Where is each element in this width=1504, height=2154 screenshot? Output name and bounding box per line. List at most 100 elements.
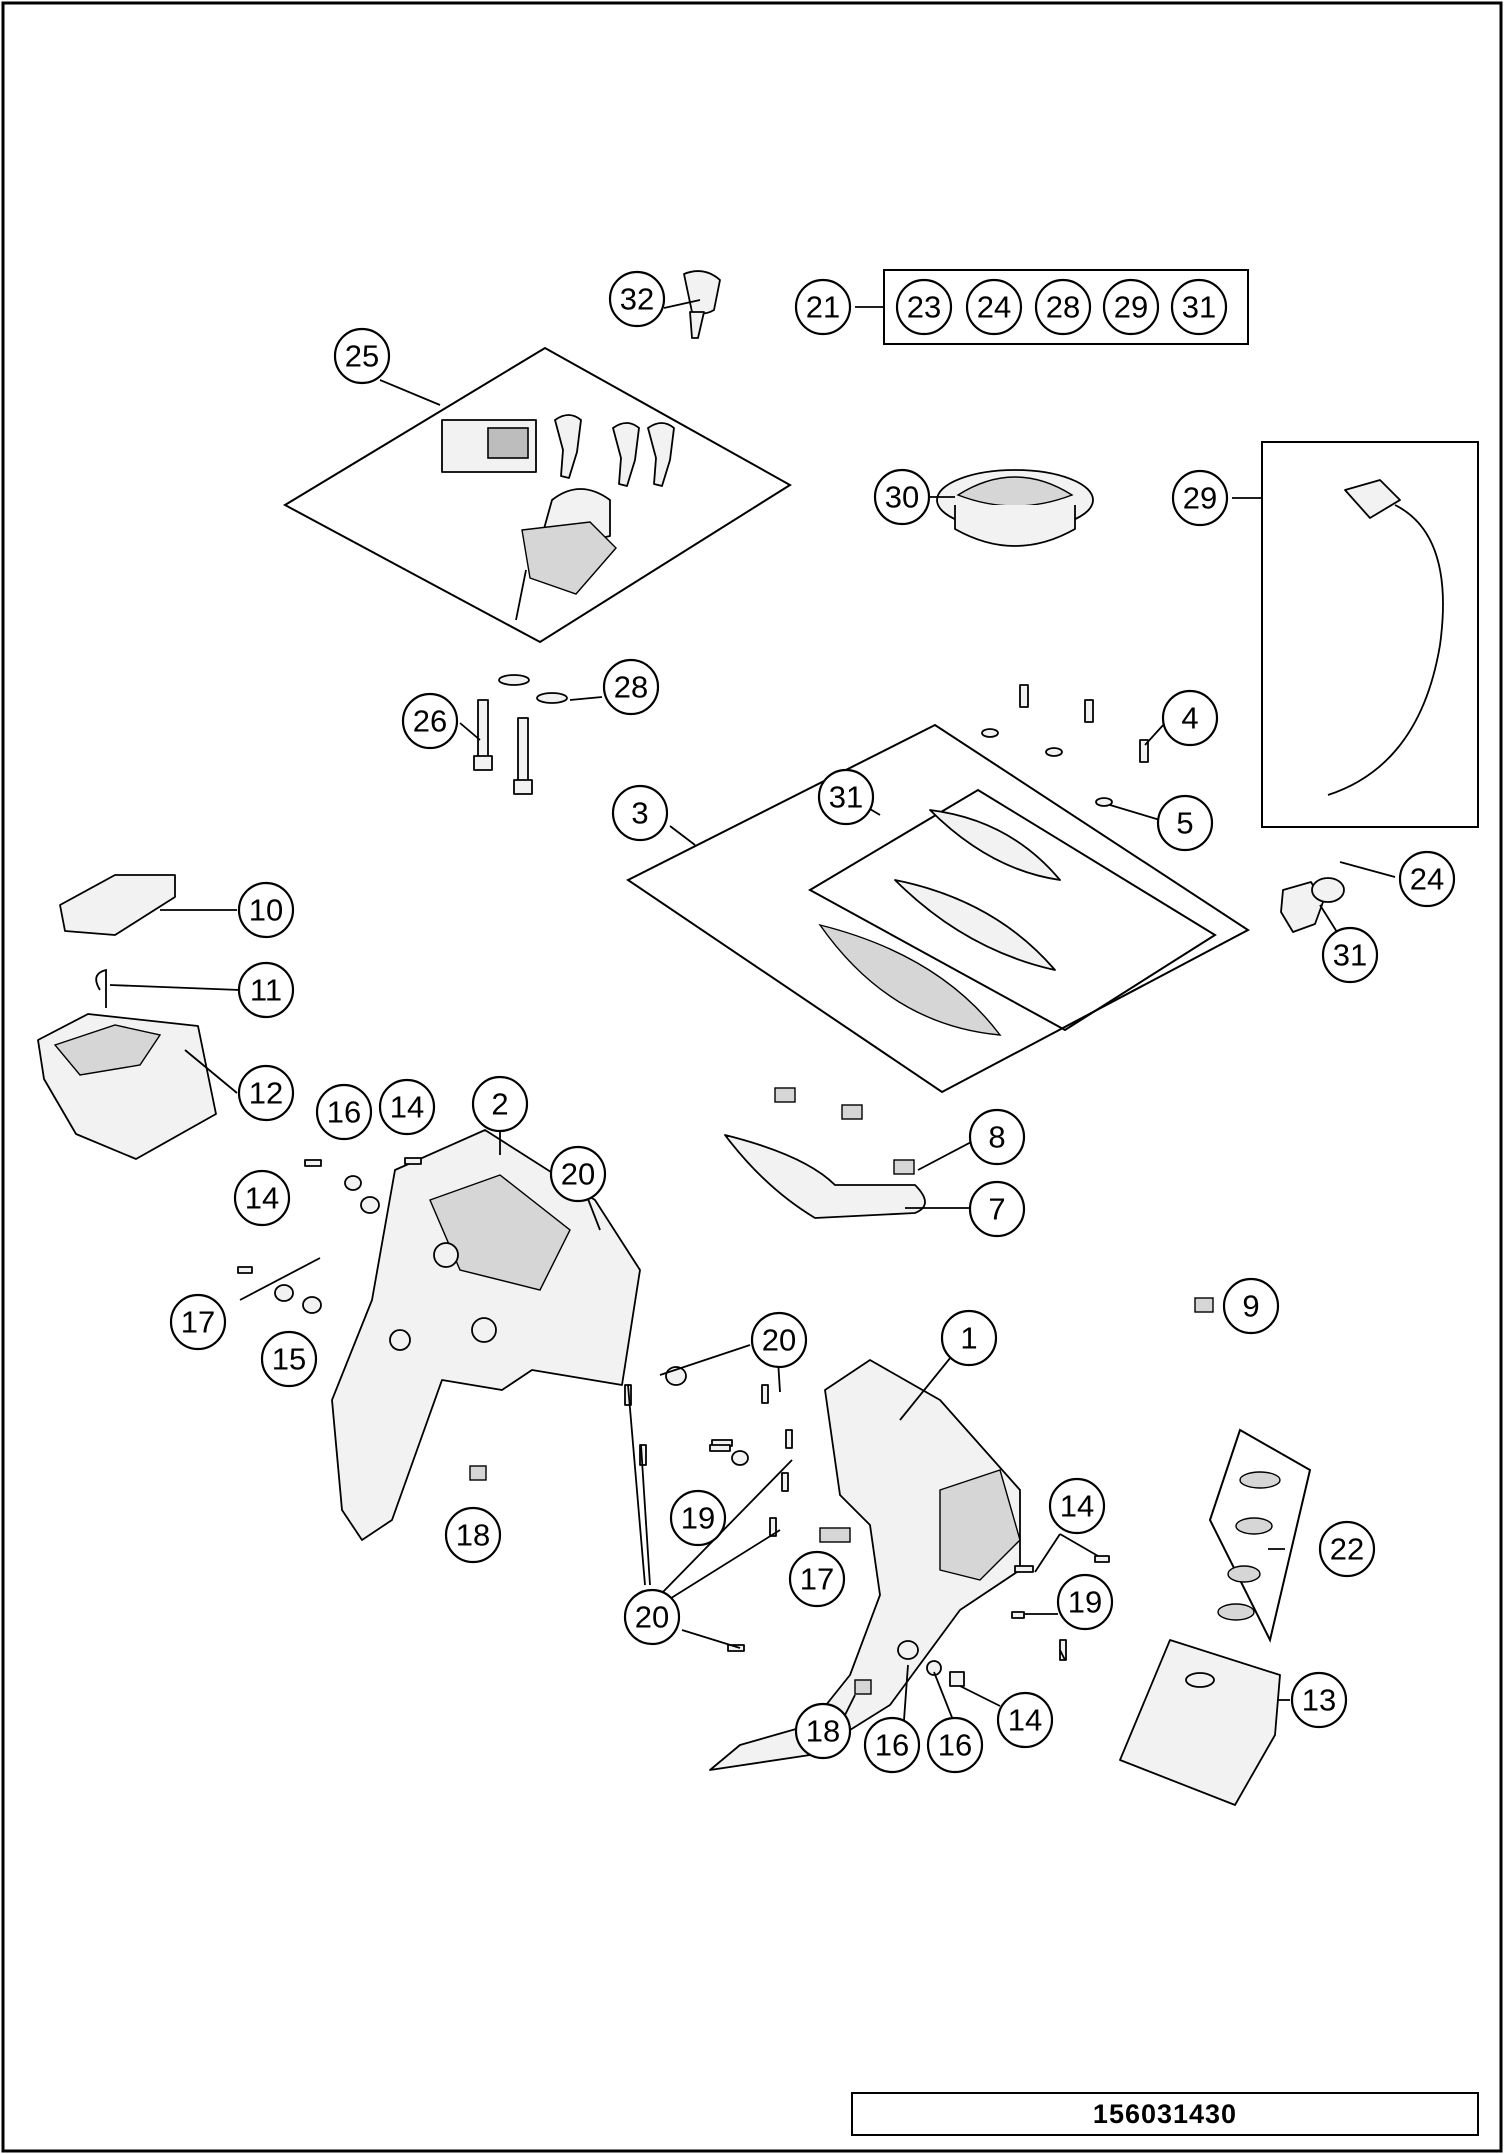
callout-13: 13 <box>1290 1671 1348 1729</box>
svg-text:29: 29 <box>1183 481 1217 516</box>
svg-text:5: 5 <box>1176 806 1193 841</box>
spring-clip <box>95 968 107 1008</box>
callout-15b: 16 <box>863 1716 921 1774</box>
callout-20c: 20 <box>623 1588 681 1646</box>
right-bracket <box>709 1359 1021 1771</box>
svg-text:28: 28 <box>1046 290 1080 325</box>
callout-20a: 20 <box>549 1145 607 1203</box>
callout-17b: 17 <box>788 1550 846 1608</box>
callout-4: 4 <box>1161 689 1219 747</box>
callout-30: 31 <box>817 768 875 826</box>
svg-text:20: 20 <box>635 1600 669 1635</box>
svg-text:19: 19 <box>1068 1585 1102 1620</box>
callout-21: 21 <box>794 278 852 336</box>
callout-26: 28 <box>602 658 660 716</box>
callout-1: 1 <box>940 1309 998 1367</box>
callout-14b: 14 <box>233 1169 291 1227</box>
kit-member-29: 29 <box>1102 278 1160 336</box>
svg-text:31: 31 <box>829 780 863 815</box>
svg-text:9: 9 <box>1242 1289 1259 1324</box>
callout-2: 2 <box>471 1075 529 1133</box>
tank-ring-assembly <box>626 723 1250 1094</box>
part-code: 156031430 <box>1093 2099 1237 2129</box>
small-screws <box>981 684 1149 807</box>
svg-text:14: 14 <box>1008 1703 1042 1738</box>
svg-text:17: 17 <box>181 1305 215 1340</box>
callout-17a: 17 <box>169 1293 227 1351</box>
bolts-washers <box>473 674 568 795</box>
svg-text:14: 14 <box>1060 1489 1094 1524</box>
svg-text:22: 22 <box>1330 1532 1364 1567</box>
svg-text:11: 11 <box>250 973 282 1008</box>
svg-text:17: 17 <box>800 1562 834 1597</box>
kit-member-23: 23 <box>895 278 953 336</box>
kit-group-frame <box>883 269 1249 345</box>
callout-31: 31 <box>1321 926 1379 984</box>
callout-28: 29 <box>1171 469 1229 527</box>
svg-text:16: 16 <box>938 1728 972 1763</box>
leader-lines <box>109 269 1396 1726</box>
fuel-cap <box>936 469 1094 547</box>
assorted-screws <box>237 1157 1110 1695</box>
svg-text:31: 31 <box>1333 938 1367 973</box>
grommets <box>774 1087 915 1175</box>
small-cover <box>59 874 176 936</box>
svg-text:18: 18 <box>806 1714 840 1749</box>
svg-text:29: 29 <box>1114 290 1148 325</box>
seal-gasket <box>724 1134 926 1219</box>
callout-bubbles: 32 21 23 24 28 29 31 25 30 29 28 26 4 31… <box>169 270 1456 1774</box>
callout-32: 32 <box>608 270 666 328</box>
part-code-box: 156031430 <box>851 2092 1479 2136</box>
svg-text:32: 32 <box>620 282 654 317</box>
callout-11: 11 <box>237 961 295 1019</box>
svg-text:31: 31 <box>1182 290 1216 325</box>
callout-25: 26 <box>401 692 459 750</box>
mounting-plate <box>1208 1428 1312 1643</box>
key-part <box>683 270 721 339</box>
svg-text:28: 28 <box>614 670 648 705</box>
svg-text:24: 24 <box>1410 862 1444 897</box>
ignition-lock-set <box>282 346 792 644</box>
callout-14a: 14 <box>378 1078 436 1136</box>
svg-text:10: 10 <box>249 893 283 928</box>
callout-3: 3 <box>611 784 669 842</box>
callout-9: 9 <box>1222 1277 1280 1335</box>
svg-text:16: 16 <box>327 1095 361 1130</box>
callout-23: 24 <box>1398 850 1456 908</box>
callout-20b: 20 <box>750 1311 808 1369</box>
callout-19a: 19 <box>669 1489 727 1547</box>
svg-text:16: 16 <box>875 1728 909 1763</box>
svg-text:2: 2 <box>491 1087 508 1122</box>
svg-text:19: 19 <box>681 1501 715 1536</box>
cable-part <box>1261 441 1479 828</box>
kit-member-31: 31 <box>1170 278 1228 336</box>
svg-text:26: 26 <box>413 704 447 739</box>
callout-22: 22 <box>1318 1520 1376 1578</box>
svg-text:12: 12 <box>249 1076 283 1111</box>
svg-text:24: 24 <box>977 290 1011 325</box>
callout-24: 25 <box>333 327 391 385</box>
svg-text:14: 14 <box>245 1181 279 1216</box>
svg-text:25: 25 <box>345 339 379 374</box>
svg-text:13: 13 <box>1302 1683 1336 1718</box>
callout-16b: 16 <box>926 1716 984 1774</box>
clip-part <box>1194 1297 1214 1313</box>
kit-member-24: 24 <box>965 278 1023 336</box>
callout-29: 30 <box>873 468 931 526</box>
housing-left <box>37 1013 217 1160</box>
svg-text:14: 14 <box>390 1090 424 1125</box>
lock-cylinder <box>1280 877 1345 933</box>
svg-text:8: 8 <box>988 1120 1005 1155</box>
callout-7: 7 <box>968 1180 1026 1238</box>
callout-10: 10 <box>237 881 295 939</box>
callout-18a: 18 <box>444 1506 502 1564</box>
svg-text:20: 20 <box>561 1157 595 1192</box>
svg-text:7: 7 <box>988 1192 1005 1227</box>
svg-text:3: 3 <box>631 796 648 831</box>
svg-text:4: 4 <box>1181 701 1198 736</box>
svg-text:23: 23 <box>907 290 941 325</box>
callout-15a: 15 <box>260 1330 318 1388</box>
svg-text:20: 20 <box>762 1323 796 1358</box>
